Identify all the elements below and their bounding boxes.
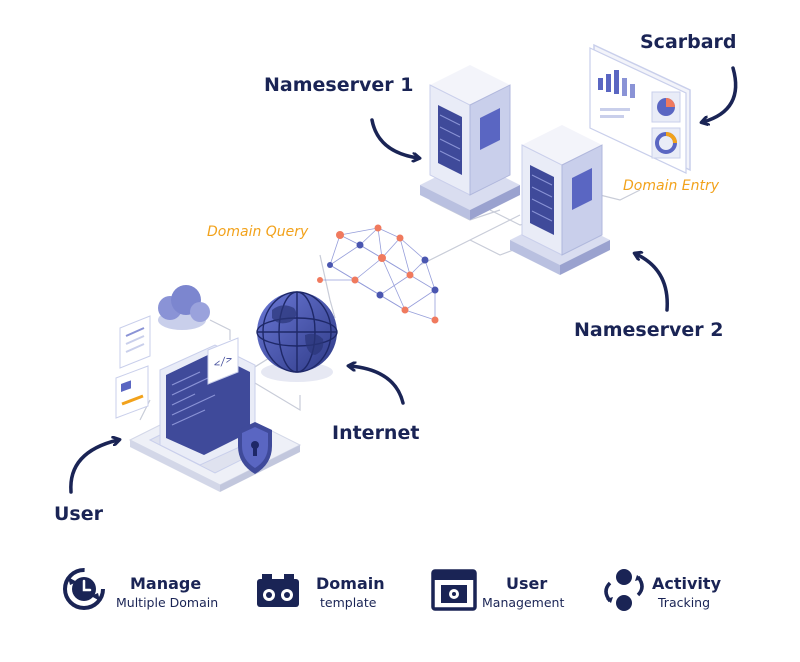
arrow-to-scarbard <box>703 66 738 122</box>
feature-subtitle: Tracking <box>658 595 711 610</box>
code-panel-icon: </> <box>207 337 239 385</box>
arrow-to-user-workstation <box>69 440 118 494</box>
nameserver-2-label: Nameserver 2 <box>574 319 724 341</box>
domain-query-label: Domain Query <box>207 224 309 240</box>
feature-user-management: User Management <box>430 565 580 625</box>
domain-query-network <box>317 224 439 324</box>
feature-manage-multiple-domain: Manage Multiple Domain <box>60 565 240 625</box>
arrow-to-nameserver-2 <box>636 254 669 312</box>
feature-title: Activity <box>652 574 721 593</box>
cloud-icon <box>158 285 210 330</box>
domain-entry-label: Domain Entry <box>623 178 720 194</box>
user-label: User <box>54 503 103 525</box>
arrow-to-globe <box>350 366 405 405</box>
scarbard-label: Scarbard <box>640 31 737 53</box>
arrows <box>69 66 738 494</box>
layout-panel-icon <box>115 365 149 419</box>
activity-cycle-icon <box>604 569 644 611</box>
nameserver-2-server <box>510 125 610 275</box>
feature-subtitle: template <box>320 595 377 610</box>
nameserver-1-server <box>420 65 520 220</box>
domain-template-icon <box>257 574 299 607</box>
browser-window-icon <box>431 569 477 611</box>
feature-title: Manage <box>130 574 202 593</box>
document-panel-icon <box>119 315 151 369</box>
clock-arrows-icon <box>63 568 105 610</box>
user-workstation: </> <box>115 285 302 492</box>
internet-label: Internet <box>332 422 420 444</box>
arrow-to-nameserver-1 <box>370 118 418 158</box>
globe-icon <box>256 291 338 382</box>
feature-activity-tracking: Activity Tracking <box>600 565 750 625</box>
feature-title: Domain <box>316 574 385 593</box>
nameserver-1-label: Nameserver 1 <box>264 74 414 96</box>
scarbard-dashboard <box>589 43 691 174</box>
feature-title: User <box>506 574 548 593</box>
feature-subtitle: Management <box>482 595 565 610</box>
feature-domain-template: Domain template <box>254 565 404 625</box>
shield-icon <box>238 422 272 474</box>
feature-subtitle: Multiple Domain <box>116 595 219 610</box>
